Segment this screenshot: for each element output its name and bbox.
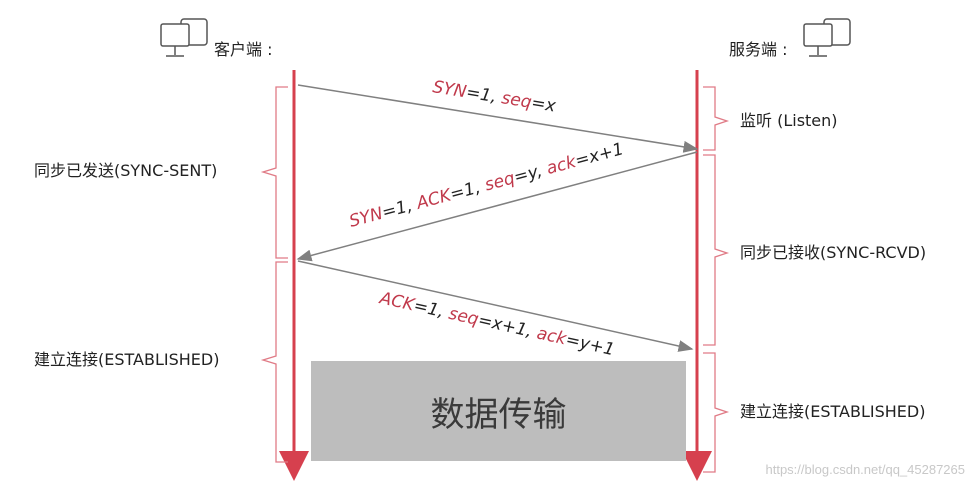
- server-state-listen: 监听 (Listen): [740, 111, 838, 130]
- message-syn-ack-label: SYN=1, ACK=1, seq=y, ack=x+1: [347, 139, 626, 232]
- server-label: 服务端 :: [729, 40, 788, 59]
- data-transfer-box: 数据传输: [311, 361, 686, 461]
- watermark: https://blog.csdn.net/qq_45287265: [765, 462, 966, 477]
- message-syn-label: SYN=1, seq=x: [431, 77, 558, 117]
- client-state-established: 建立连接(ESTABLISHED): [34, 350, 220, 369]
- server-bracket-sync-rcvd: [703, 154, 730, 346]
- message-field-name: SYN: [431, 77, 468, 102]
- message-field-value: =y+1: [564, 330, 617, 360]
- arrow-syn: [297, 84, 699, 153]
- arrow-ack: [297, 260, 694, 352]
- server-bracket-established: [703, 352, 730, 473]
- message-field-value: =1,: [448, 176, 488, 205]
- message-field-value: =x: [530, 93, 558, 117]
- message-field-value: =x+1,: [476, 310, 539, 343]
- message-field-value: =1,: [380, 194, 420, 223]
- server-state-established: 建立连接(ESTABLISHED): [740, 402, 926, 421]
- client-bracket-established: [260, 261, 288, 463]
- data-transfer-label: 数据传输: [430, 394, 567, 435]
- arrow-syn-ack: [296, 151, 698, 262]
- message-field-value: =x+1: [573, 139, 626, 171]
- message-field-name: seq: [500, 88, 533, 113]
- message-field-name: SYN: [347, 204, 385, 232]
- server-bracket-listen: [703, 86, 730, 151]
- message-field-value: =y,: [512, 160, 550, 188]
- message-field-value: =1,: [465, 83, 504, 108]
- server-state-sync-rcvd: 同步已接收(SYNC-RCVD): [740, 243, 927, 262]
- server-monitor-icon: [803, 18, 851, 57]
- message-field-value: =1,: [412, 296, 451, 323]
- client-state-sync-sent: 同步已发送(SYNC-SENT): [34, 161, 218, 180]
- client-monitor-icon: [160, 18, 208, 57]
- message-field-name: seq: [447, 304, 481, 330]
- client-label: 客户端 :: [214, 40, 273, 59]
- client-bracket-sync-sent: [260, 86, 288, 259]
